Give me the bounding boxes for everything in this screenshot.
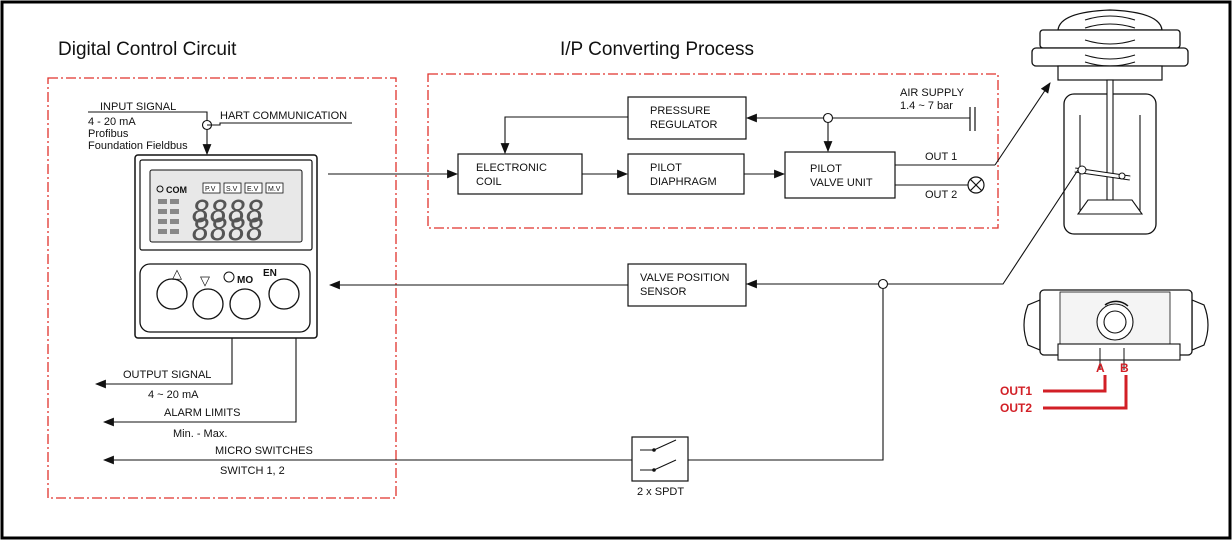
digital-circuit-boundary	[47, 77, 397, 499]
input-signal-line	[88, 111, 212, 156]
valve-position-sensor-block	[627, 263, 747, 307]
lcd-tag-mv: M.V	[268, 186, 281, 193]
input-fieldbus: Foundation Fieldbus	[88, 140, 188, 152]
lcd-tag-sv: S.V	[226, 186, 238, 193]
junction-to-switch-line	[688, 288, 884, 461]
port-b-line	[1043, 375, 1128, 410]
positioner-device: COM P.V S.V E.V M.V 8888 8888 △ ▽ MO EN	[134, 154, 318, 339]
electronic-coil-line2: COIL	[476, 176, 502, 188]
lcd-digits-lower: 8888	[192, 213, 264, 248]
pressure-regulator-block	[627, 96, 747, 140]
input-profibus: Profibus	[88, 128, 129, 140]
out1-to-actuator-line	[994, 82, 1051, 166]
pressure-regulator-line2: REGULATOR	[650, 119, 717, 131]
out1-label: OUT 1	[925, 151, 957, 163]
button-mo-label: MO	[237, 275, 253, 286]
pressure-regulator-line1: PRESSURE	[650, 105, 711, 117]
alarm-limits-line	[102, 338, 297, 427]
input-signal-label: INPUT SIGNAL	[100, 101, 176, 113]
pilot-valve-line1: PILOT	[810, 163, 842, 175]
valve-position-line1: VALVE POSITION	[640, 272, 730, 284]
air-supply-range: 1.4 ~ 7 bar	[900, 100, 953, 112]
micro-switches-sub: SWITCH 1, 2	[220, 465, 285, 477]
air-junction	[822, 112, 834, 124]
positioner-top-view-icon	[1023, 289, 1209, 370]
pilot-valve-unit-block	[784, 151, 896, 199]
ip-process-boundary	[427, 73, 999, 229]
lcd-tag-pv: P.V	[205, 186, 216, 193]
lcd-tag-ev: E.V	[247, 186, 259, 193]
pilot-diaphragm-line2: DIAPHRAGM	[650, 176, 717, 188]
button-en-label: EN	[263, 268, 277, 279]
output-signal-label: OUTPUT SIGNAL	[123, 369, 211, 381]
pilot-diaphragm-block	[627, 153, 745, 195]
pilot-diaphragm-line1: PILOT	[650, 162, 682, 174]
actuator-icon	[1031, 9, 1189, 235]
port-b-label: B	[1120, 361, 1129, 375]
port-a-line	[1043, 375, 1107, 393]
out2-exhaust-icon	[967, 176, 985, 194]
regulator-to-coil-line	[500, 116, 628, 155]
input-4-20ma: 4 - 20 mA	[88, 116, 136, 128]
sensor-junction	[877, 278, 889, 290]
alarm-limits-label: ALARM LIMITS	[164, 407, 240, 419]
lcd-com-label: COM	[166, 185, 187, 195]
port-a-label: A	[1096, 361, 1105, 375]
button-up-label: △	[172, 266, 182, 281]
valve-position-line2: SENSOR	[640, 286, 687, 298]
digital-control-title: Digital Control Circuit	[58, 39, 237, 60]
air-supply-label: AIR SUPPLY	[900, 87, 965, 99]
electronic-coil-block	[457, 153, 583, 195]
output-signal-range: 4 ~ 20 mA	[148, 389, 199, 401]
output-signal-line	[94, 338, 233, 389]
spdt-label: 2 x SPDT	[637, 486, 684, 498]
port-out1-label: OUT1	[1000, 384, 1032, 398]
alarm-limits-range: Min. - Max.	[173, 428, 227, 440]
micro-switches-label: MICRO SWITCHES	[215, 445, 313, 457]
hart-communication-label: HART COMMUNICATION	[220, 110, 347, 122]
out2-label: OUT 2	[925, 189, 957, 201]
pilot-valve-line2: VALVE UNIT	[810, 177, 873, 189]
spdt-switch-icon	[631, 436, 689, 482]
electronic-coil-line1: ELECTRONIC	[476, 162, 547, 174]
hart-line	[207, 122, 352, 126]
ip-converting-title: I/P Converting Process	[560, 39, 754, 60]
lcd-digits-upper: 8888	[192, 195, 264, 230]
button-down-label: ▽	[200, 273, 210, 288]
port-out2-label: OUT2	[1000, 401, 1032, 415]
